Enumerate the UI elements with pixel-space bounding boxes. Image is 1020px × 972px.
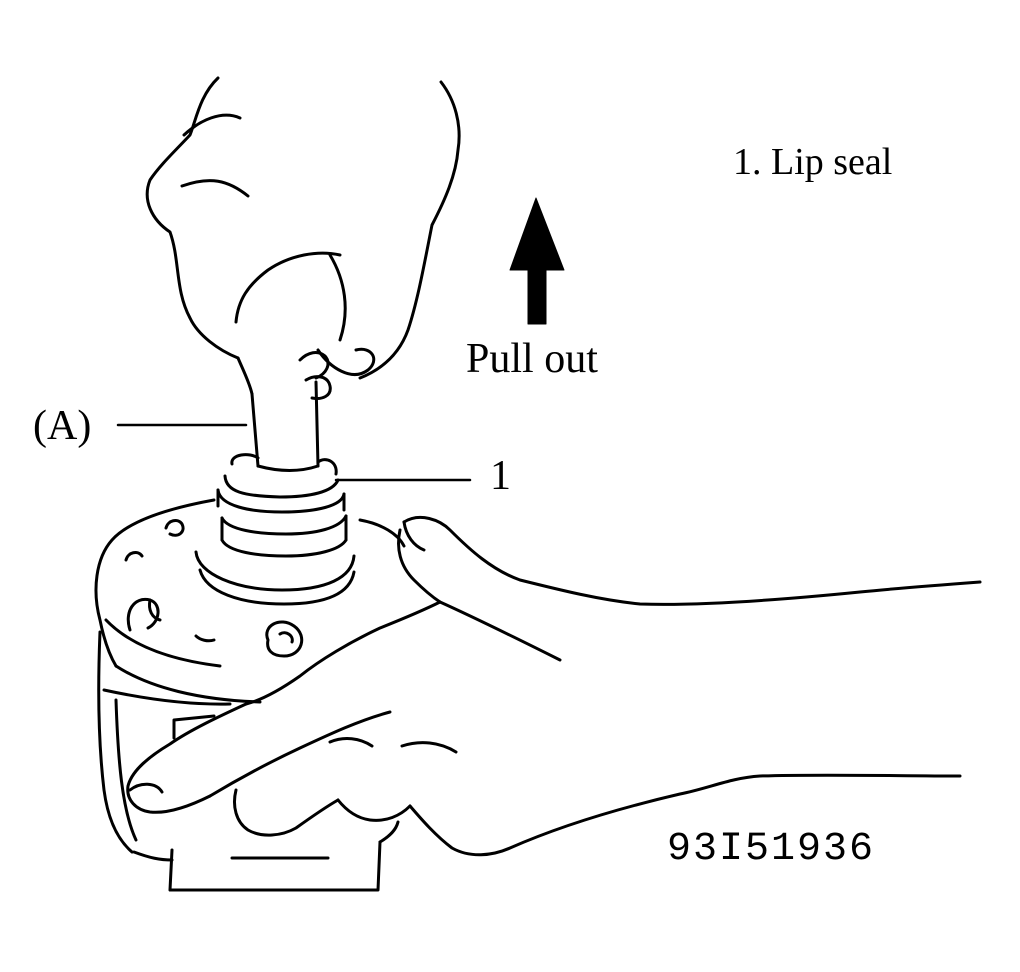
pull-out-label: Pull out (466, 336, 598, 382)
lower-hand (126, 516, 982, 857)
compressor-housing (94, 498, 406, 892)
figure-number: 93I51936 (667, 827, 876, 872)
up-arrow-icon (509, 197, 565, 325)
seal-assembly (194, 453, 356, 606)
legend-item-lip-seal: 1. Lip seal (733, 141, 893, 183)
tool-shaft (250, 380, 320, 472)
upper-hand (145, 76, 461, 400)
callout-part-label: 1 (490, 453, 511, 499)
callout-tool-label: (A) (33, 403, 92, 449)
